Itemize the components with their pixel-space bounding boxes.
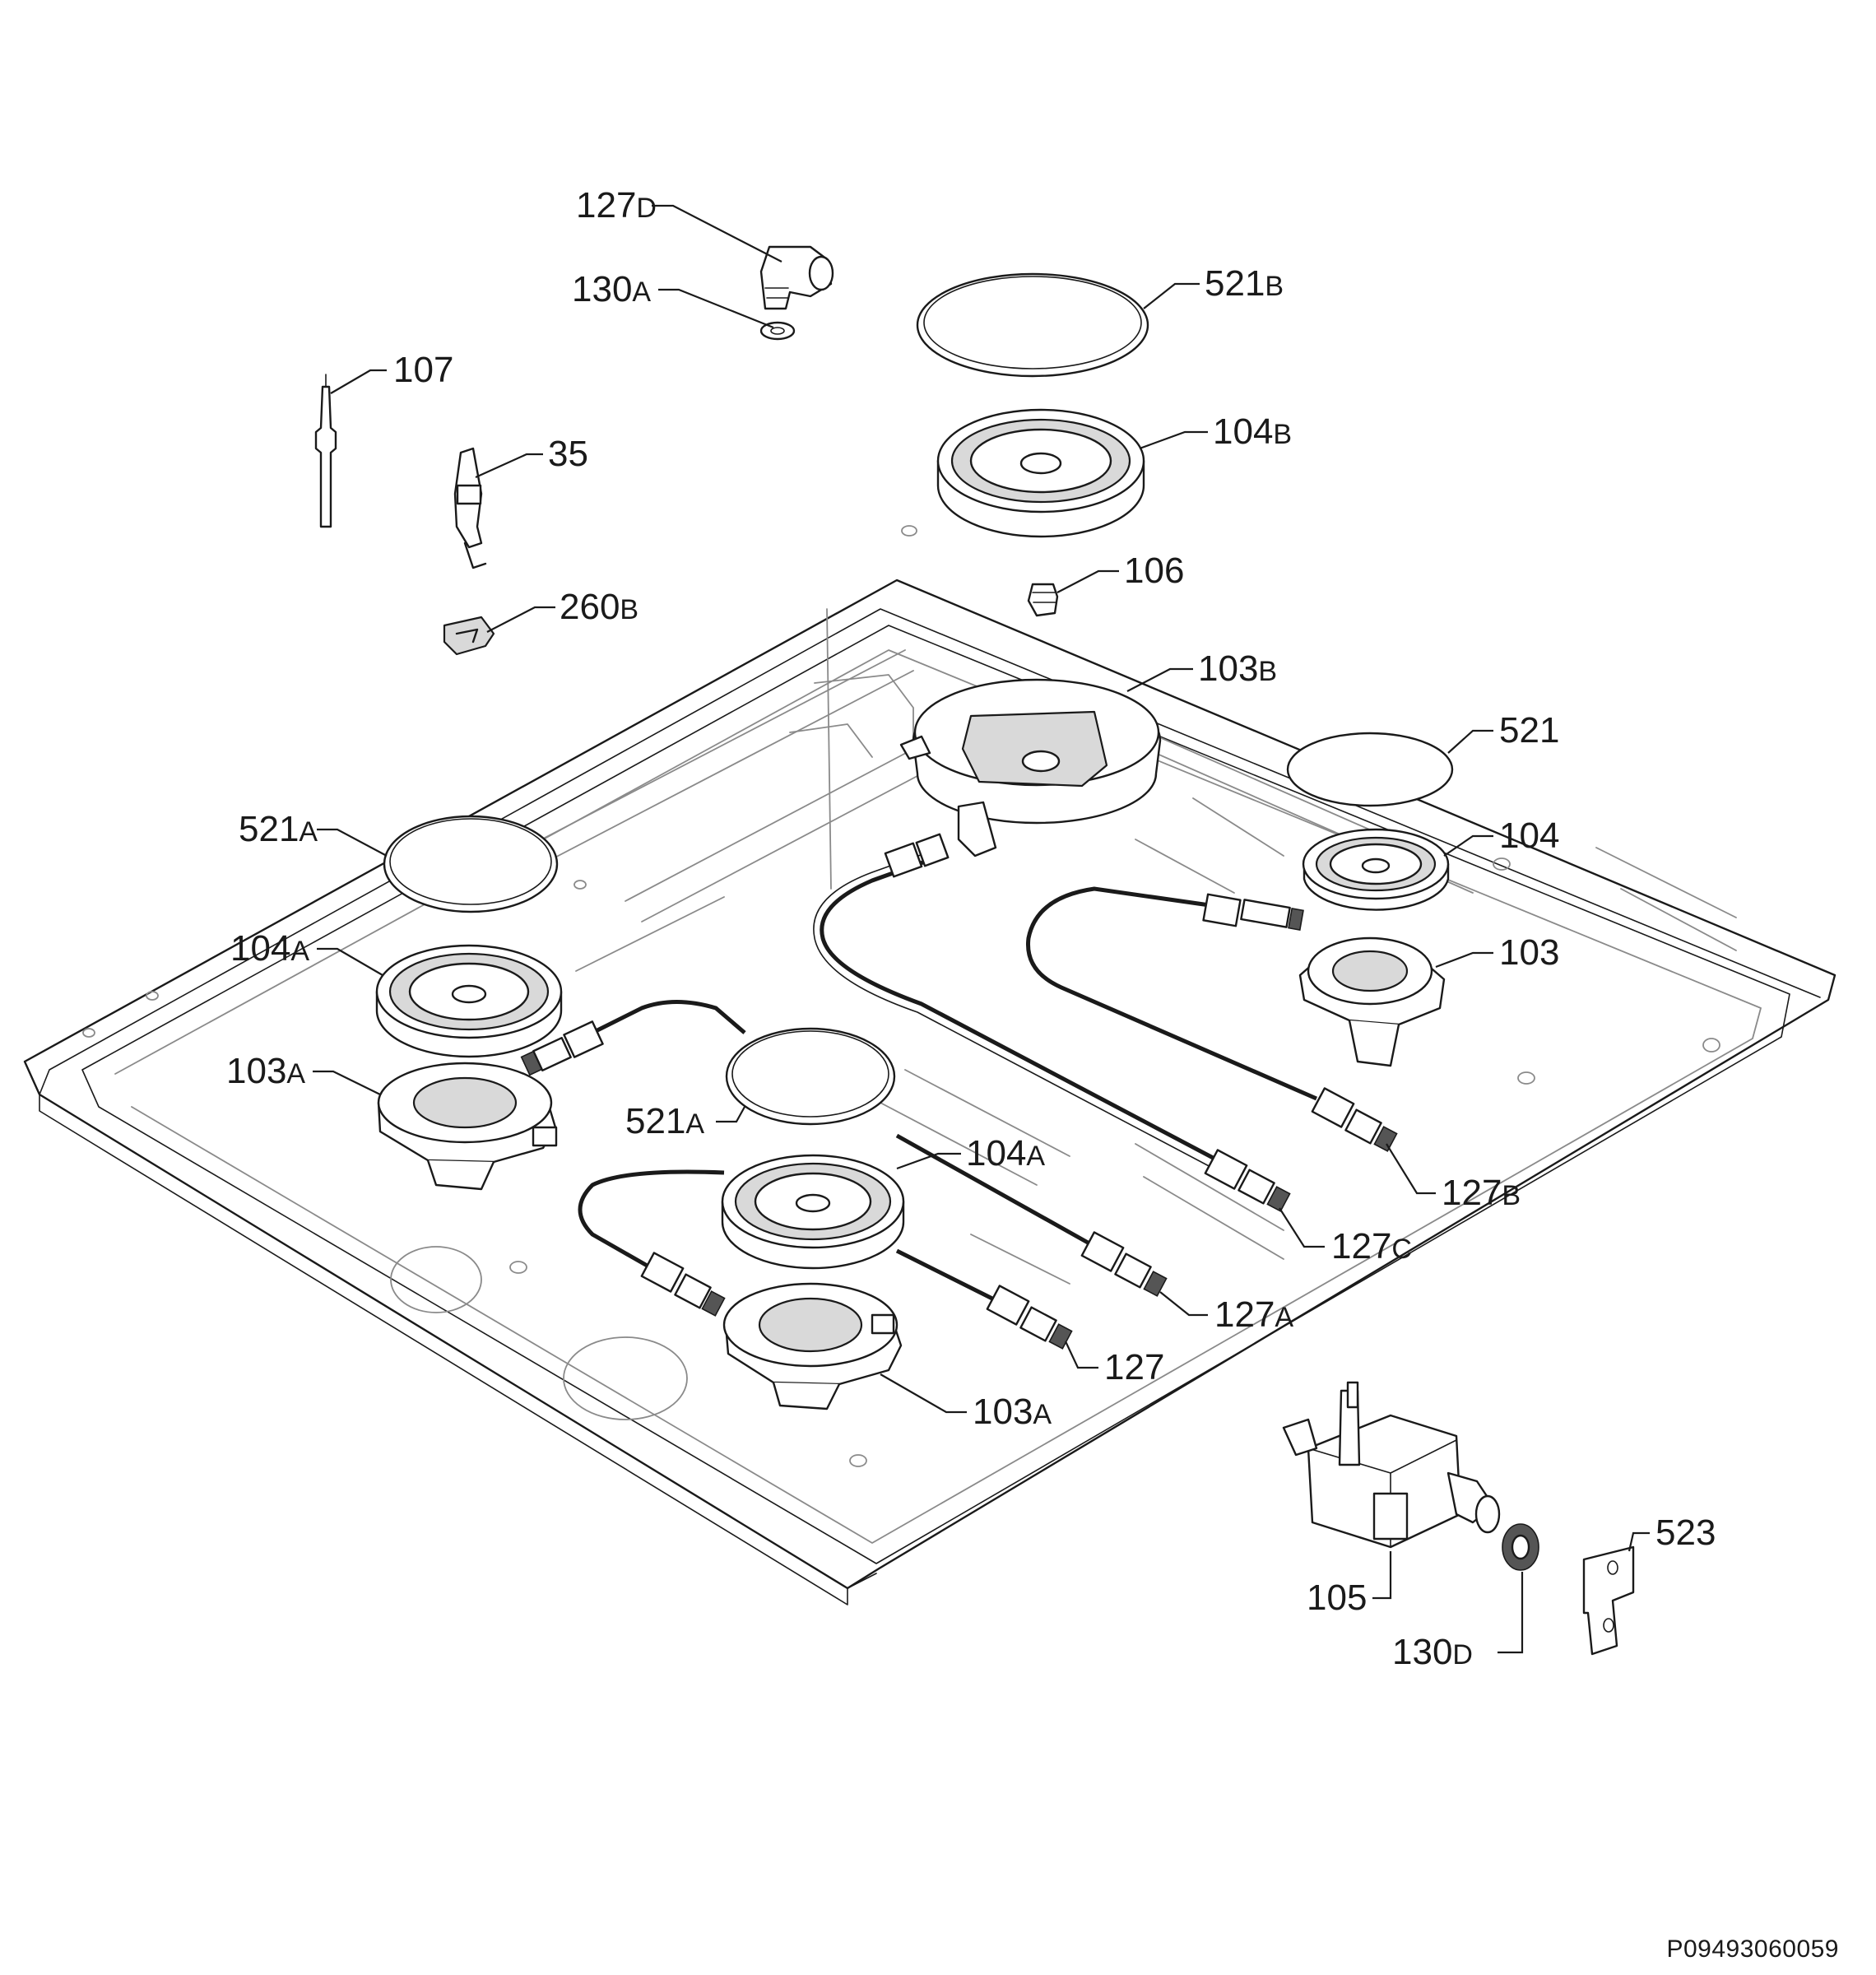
washer-130d: [1502, 1523, 1539, 1571]
callout-105: 105: [1307, 1578, 1367, 1618]
clip-260b: [443, 616, 495, 656]
callout-106: 106: [1124, 551, 1184, 591]
thermocouple-107: [314, 374, 337, 528]
flame-spreader-104: [1302, 828, 1450, 911]
pipe-nut-127a: [1080, 1231, 1168, 1297]
callout-130a: 130A: [572, 269, 651, 309]
flame-spreader-104a-middle: [721, 1154, 905, 1270]
pipe-nut-127-left: [520, 1020, 604, 1076]
burner-cap-521a-middle: [725, 1027, 896, 1126]
callout-104b: 104B: [1213, 411, 1292, 452]
callout-127a: 127A: [1214, 1294, 1293, 1335]
burner-cap-521: [1286, 732, 1454, 807]
callout-104a-left: 104A: [230, 928, 309, 969]
burner-base-103b: [899, 678, 1162, 857]
flame-spreader-104b: [936, 408, 1145, 538]
callout-130d: 130D: [1392, 1632, 1473, 1672]
gas-valve-105: [1282, 1381, 1501, 1549]
callout-103a-middle: 103A: [973, 1392, 1052, 1432]
burner-base-103a-middle: [722, 1282, 903, 1410]
callout-103b: 103B: [1198, 648, 1277, 689]
pipe-nut-127c-top: [884, 833, 950, 878]
callout-103: 103: [1499, 932, 1559, 973]
elbow-fitting-127d: [759, 245, 834, 310]
pipe-nut-127b-bottom: [1311, 1087, 1398, 1152]
ignition-electrode-35: [453, 447, 487, 569]
callout-103a-left: 103A: [226, 1051, 305, 1091]
callout-35: 35: [548, 434, 588, 474]
gas-pipe-127a: [895, 1133, 1168, 1297]
callout-labels: 127D 130A 107 35 260B 521B 104B 106 103B…: [226, 185, 1716, 1672]
pipe-nut-127-middle-left: [640, 1252, 726, 1317]
pipe-nut-127-middle-right: [986, 1285, 1073, 1350]
leader-lines: [313, 204, 1650, 1654]
callout-104a-middle: 104A: [966, 1133, 1045, 1173]
burner-cap-521b: [916, 272, 1149, 378]
burner-base-103: [1298, 936, 1446, 1067]
callout-521a-left: 521A: [239, 809, 318, 849]
gas-pipe-127-left: [520, 1000, 746, 1076]
callout-127: 127: [1104, 1347, 1164, 1387]
callout-127b: 127B: [1442, 1173, 1521, 1213]
flame-spreader-104a-left: [375, 944, 563, 1058]
callout-104: 104: [1499, 816, 1559, 856]
pipe-nut-127b-top: [1202, 893, 1304, 931]
gas-pipe-127c: [813, 833, 1291, 1212]
callout-523: 523: [1655, 1513, 1716, 1553]
pipe-nut-127c-bottom: [1204, 1149, 1291, 1212]
document-code: P09493060059: [1666, 1936, 1839, 1963]
bracket-523: [1582, 1545, 1635, 1656]
gas-pipe-127b: [1026, 886, 1398, 1152]
callout-107: 107: [393, 350, 453, 390]
callout-521b: 521B: [1205, 263, 1284, 304]
burner-cap-521a-left: [383, 815, 559, 913]
burner-base-103a-left: [377, 1062, 558, 1191]
gas-pipe-127-middle: [578, 1169, 1073, 1350]
callout-521a-middle: 521A: [625, 1101, 704, 1141]
injector-106: [1027, 583, 1059, 617]
callout-127c: 127C: [1331, 1226, 1412, 1266]
callout-521: 521: [1499, 710, 1559, 750]
callout-260b: 260B: [560, 587, 638, 627]
callout-127d: 127D: [576, 185, 657, 225]
